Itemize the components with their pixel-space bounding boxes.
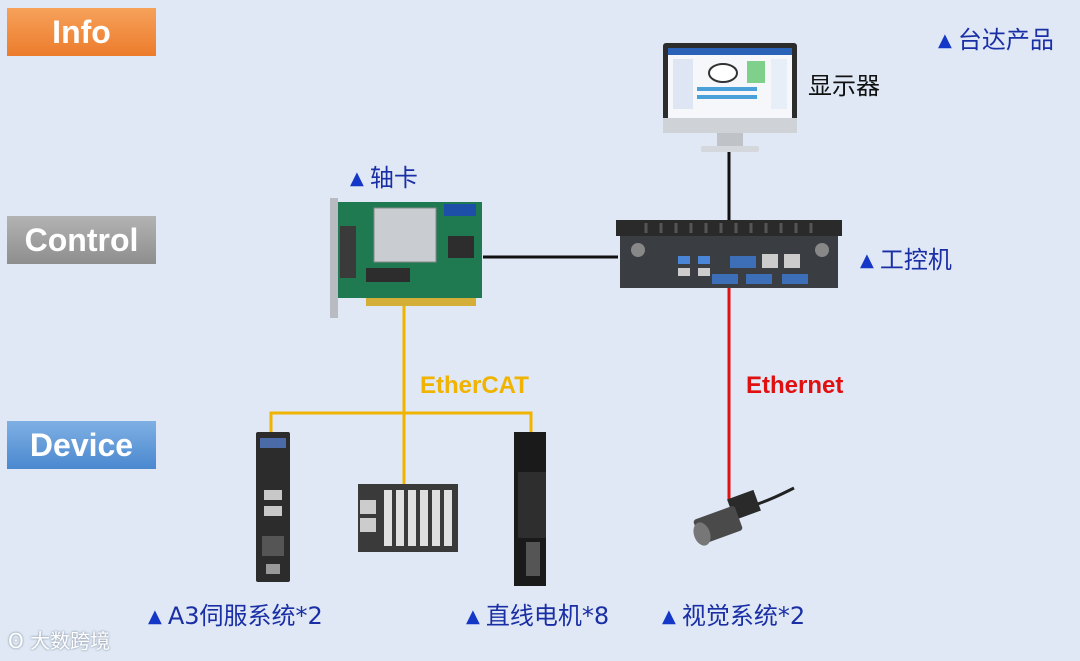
linear-motor-icon [514,432,546,586]
ipc-label: ▲工控机 [860,246,952,274]
legend-text: 台达产品 [957,26,1054,54]
tier-device-label: Device [7,421,156,469]
tier-control-label: Control [7,216,156,264]
servo-label: ▲A3伺服系统*2 [148,602,323,630]
ethercat-bus [269,304,533,486]
monitor-icon [663,43,797,152]
watermark: ʘ 大数跨境 [8,629,111,653]
axis-card-icon [330,198,482,318]
linear-motor-label: ▲直线电机*8 [466,602,610,630]
tier-info-label: Info [7,8,156,56]
vision-camera-icon [693,486,795,546]
monitor-label: 显示器 [808,72,880,100]
delta-product-marker-icon: ▲ [860,250,874,271]
axis-card-label: ▲轴卡 [350,164,418,192]
servo-drive-icon [256,432,290,582]
ethernet-label: Ethernet [746,372,844,399]
delta-product-marker-icon: ▲ [662,606,676,627]
delta-product-marker-icon: ▲ [466,606,480,627]
delta-product-marker-icon: ▲ [938,30,952,51]
legend: ▲台达产品 [938,20,1054,55]
ethercat-label: EtherCAT [420,372,529,399]
vision-label: ▲视觉系统*2 [662,602,806,630]
io-module-icon [358,484,458,552]
delta-product-marker-icon: ▲ [350,168,364,189]
industrial-pc-icon [616,220,842,288]
watermark-logo-icon: ʘ [8,629,24,653]
delta-product-marker-icon: ▲ [148,606,162,627]
